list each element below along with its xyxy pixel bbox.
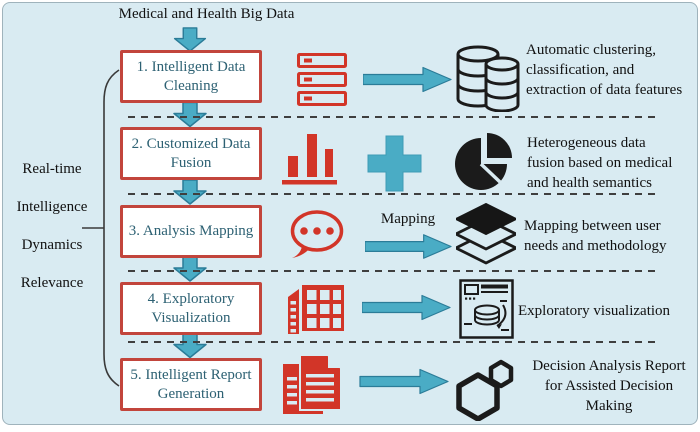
mapping-arrow-label: Mapping — [380, 211, 436, 227]
down-arrow-icon — [173, 332, 207, 359]
right-arrow-icon — [363, 66, 452, 93]
left-label-relevance: Relevance — [20, 275, 84, 291]
down-arrow-icon — [173, 27, 207, 52]
step-box-2: 2. Customized Data Fusion — [120, 127, 262, 180]
diagram-title: Medical and Health Big Data — [118, 6, 295, 22]
down-arrow-icon — [173, 101, 207, 128]
pie-chart-icon — [455, 133, 512, 190]
dashed-separator — [128, 341, 656, 343]
right-arrow-icon — [359, 368, 449, 395]
diagram-background — [2, 2, 698, 425]
left-label-intelligence: Intelligence — [16, 199, 88, 215]
step-2-description: Heterogeneous data fusion based on medic… — [527, 135, 673, 191]
right-arrow-icon — [365, 234, 452, 259]
left-label-dynamics: Dynamics — [21, 237, 83, 253]
step-4-description: Exploratory visualization — [518, 303, 671, 319]
step-box-5: 5. Intelligent Report Generation — [120, 358, 262, 411]
step-1-description: Automatic clustering, classification, an… — [526, 42, 683, 98]
layers-icon — [456, 203, 516, 265]
step-3-description: Mapping between user needs and methodolo… — [524, 218, 667, 254]
dashed-separator — [128, 116, 656, 118]
down-arrow-icon — [173, 256, 207, 282]
dashed-separator — [128, 270, 656, 272]
bar-chart-icon — [282, 134, 337, 185]
step-box-4: 4. Exploratory Visualization — [120, 282, 262, 335]
database-icon — [456, 45, 520, 112]
documents-icon — [283, 355, 342, 414]
right-arrow-icon — [362, 294, 451, 321]
hexagons-icon — [456, 359, 514, 421]
step-box-3: 3. Analysis Mapping — [120, 205, 262, 258]
left-label-realtime: Real-time — [22, 161, 82, 177]
report-page-icon — [459, 279, 514, 339]
server-stack-icon — [297, 53, 347, 106]
plus-icon — [367, 135, 422, 192]
left-bracket — [82, 69, 120, 387]
dashed-separator — [128, 193, 656, 195]
step-box-1: 1. Intelligent Data Cleaning — [120, 50, 262, 103]
building-icon — [288, 285, 344, 334]
down-arrow-icon — [173, 179, 207, 205]
step-5-description: Decision Analysis Report for Assisted De… — [532, 358, 686, 414]
speech-bubble-icon — [290, 210, 344, 258]
